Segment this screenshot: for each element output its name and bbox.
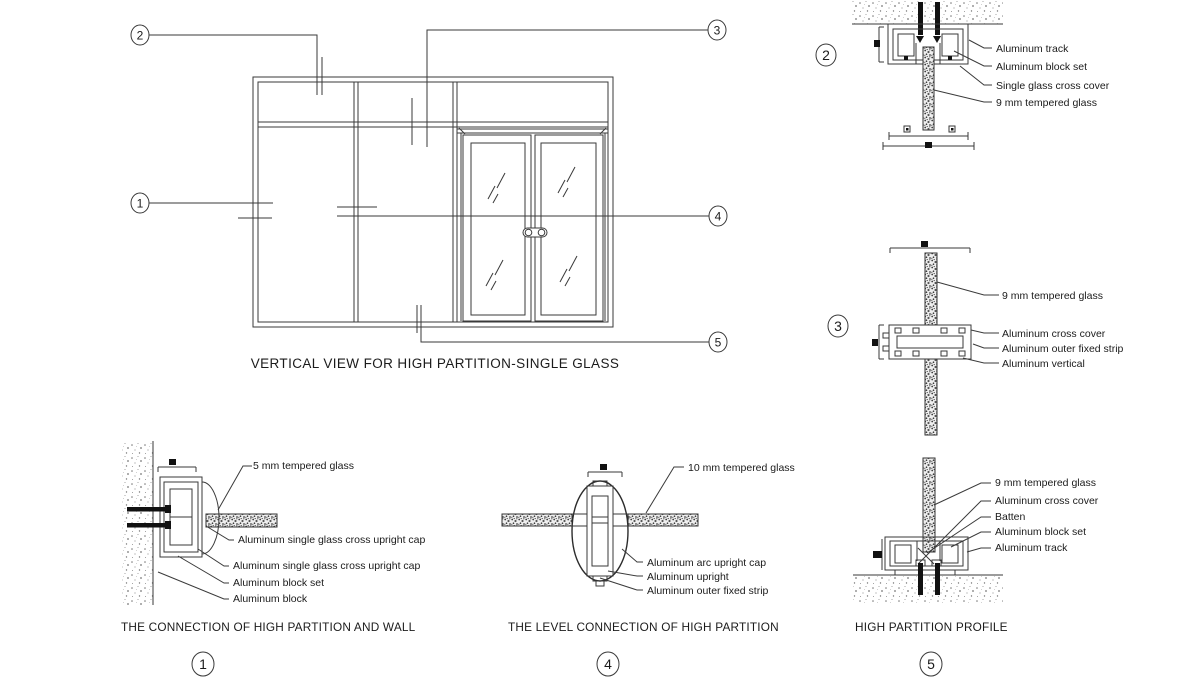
detail-cross-section: 9 mm tempered glass Aluminum cross cover… (827, 241, 1124, 436)
detail-5-number: 5 (927, 656, 935, 672)
callout-5: 5 (416, 305, 728, 353)
callout-3: 3 (411, 19, 727, 147)
anchor-bolt (935, 2, 940, 35)
label-aluminum-outer-fixed-strip: Aluminum outer fixed strip (1002, 343, 1124, 355)
glass-panel-left (501, 513, 573, 527)
label-batten: Batten (995, 511, 1026, 523)
label-aluminum-upright: Aluminum upright (647, 571, 729, 583)
detail-2-number: 2 (822, 47, 830, 63)
label-aluminum-cross-cover: Aluminum cross cover (1002, 328, 1106, 340)
detail-ceiling-track: Aluminum track Aluminum block set Single… (815, 0, 1110, 150)
callout-4: 4 (337, 205, 728, 227)
detail-3-number: 3 (834, 318, 842, 334)
glass-panel (922, 457, 936, 553)
detail-5-number-circle (919, 651, 943, 677)
floor-hatch (853, 576, 1003, 603)
label-10mm-tempered-glass: 10 mm tempered glass (688, 462, 795, 474)
detail-4-caption: THE LEVEL CONNECTION OF HIGH PARTITION (508, 620, 779, 634)
bottom-dimension (882, 125, 975, 150)
leader-lines (599, 466, 684, 591)
label-aluminum-track: Aluminum track (996, 43, 1069, 55)
detail-4-number-circle (596, 651, 620, 677)
callout-3-number: 3 (714, 24, 721, 38)
label-aluminum-outer-fixed-strip: Aluminum outer fixed strip (647, 585, 769, 597)
anchor-bolt (918, 2, 923, 35)
detail-3-number-circle (827, 314, 849, 338)
label-aluminum-arc-upright-cap: Aluminum arc upright cap (647, 557, 766, 569)
callout-1-number: 1 (137, 197, 144, 211)
label-aluminum-block-set: Aluminum block set (996, 61, 1087, 73)
anchor-bolt (127, 507, 167, 512)
main-view-caption: VERTICAL VIEW FOR HIGH PARTITION-SINGLE … (251, 356, 620, 371)
anchor-bolt (127, 523, 167, 528)
door-handle (522, 227, 548, 238)
label-aluminum-vertical: Aluminum vertical (1002, 358, 1085, 370)
glass-panel (922, 46, 935, 131)
label-aluminum-track: Aluminum track (995, 542, 1068, 554)
detail-1-number: 1 (199, 656, 207, 672)
callout-1: 1 (130, 192, 377, 219)
glass-reflection-marks (485, 166, 578, 291)
double-door (457, 127, 608, 322)
leader-lines (933, 39, 992, 103)
label-single-glass-cross-upright-cap-2: Aluminum single glass cross upright cap (233, 560, 420, 572)
label-5mm-tempered-glass: 5 mm tempered glass (253, 460, 354, 472)
callout-4-number: 4 (715, 210, 722, 224)
detail-4-number: 4 (604, 656, 612, 672)
main-elevation-view: 2 3 1 4 5 VERTICAL VIEW FOR HIGH PARTITI… (130, 19, 728, 371)
label-single-glass-cross-cover: Single glass cross cover (996, 80, 1110, 92)
label-aluminum-block-set: Aluminum block set (233, 577, 324, 589)
label-aluminum-cross-cover: Aluminum cross cover (995, 495, 1099, 507)
leader-lines (926, 482, 991, 554)
detail-2-number-circle (815, 43, 837, 67)
glass-panel (205, 513, 278, 528)
anchor-bolt (918, 563, 923, 595)
detail-level-connection: 10 mm tempered glass Aluminum arc uprigh… (501, 462, 795, 677)
cross-profile (888, 324, 972, 360)
label-aluminum-block: Aluminum block (233, 593, 308, 605)
label-9mm-tempered-glass: 9 mm tempered glass (996, 97, 1097, 109)
detail-floor-track: 9 mm tempered glass Aluminum cross cover… (853, 457, 1099, 677)
ceiling-hatch (852, 0, 1003, 24)
detail-1-number-circle (191, 651, 215, 677)
partition-frame (252, 76, 614, 328)
label-9mm-tempered-glass: 9 mm tempered glass (995, 477, 1096, 489)
callout-5-number: 5 (715, 336, 722, 350)
callout-2: 2 (130, 24, 323, 95)
label-9mm-tempered-glass: 9 mm tempered glass (1002, 290, 1103, 302)
detail-wall-connection: 5 mm tempered glass Aluminum single glas… (121, 441, 425, 677)
leader-lines (157, 465, 252, 600)
leader-lines (936, 281, 999, 364)
detail-1-caption: THE CONNECTION OF HIGH PARTITION AND WAL… (121, 620, 416, 634)
detail-5-caption: HIGH PARTITION PROFILE (855, 620, 1008, 634)
label-single-glass-cross-upright-cap-1: Aluminum single glass cross upright cap (238, 534, 425, 546)
dimension-marker (169, 459, 176, 465)
glass-panel-right (627, 513, 699, 527)
anchor-bolt (935, 563, 940, 595)
dimension-marker (600, 464, 607, 470)
callout-2-number: 2 (137, 29, 144, 43)
label-aluminum-block-set: Aluminum block set (995, 526, 1086, 538)
dimension-marker (921, 241, 928, 247)
